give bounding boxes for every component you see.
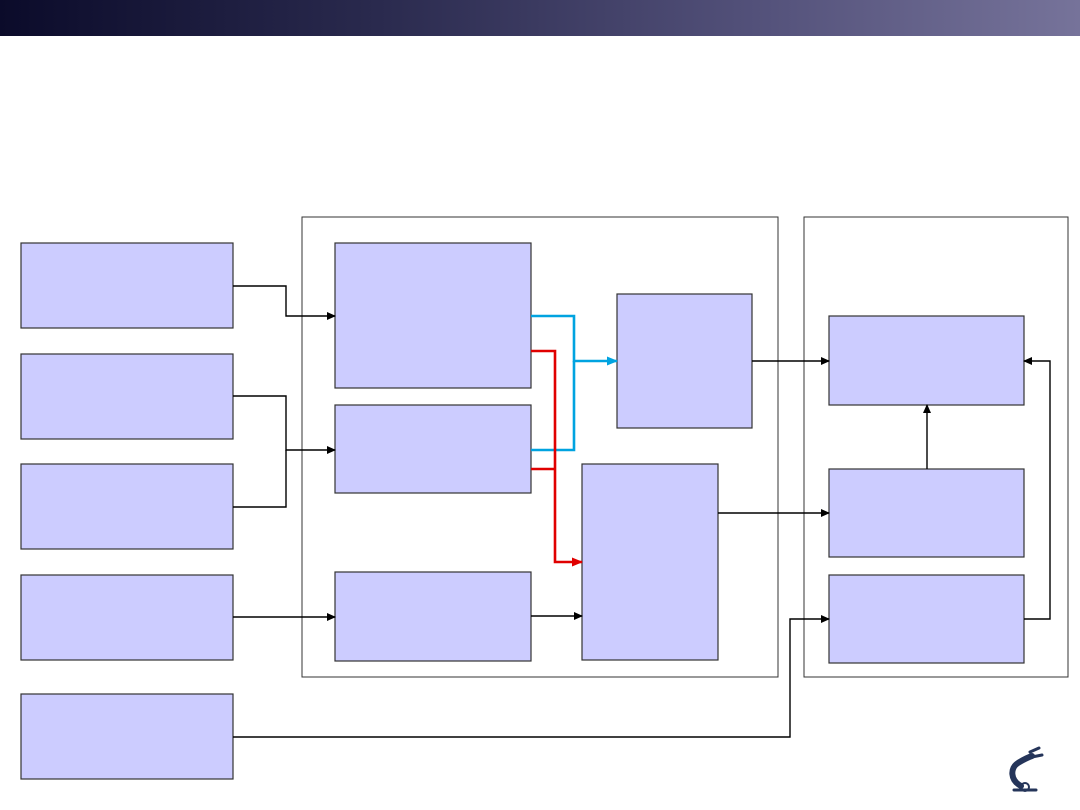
group-right [803, 216, 1069, 678]
node-process-3 [334, 571, 532, 662]
title-bar [0, 0, 1080, 36]
node-process-2 [334, 404, 532, 494]
node-input-3 [20, 463, 234, 550]
edge-input-1-to-process-1 [233, 285, 336, 320]
node-input-1 [20, 242, 234, 329]
node-process-1 [334, 242, 532, 389]
edge-process-1-to-process-5 [531, 349, 583, 567]
edge-output-3-to-output-1 [1023, 357, 1051, 620]
node-output-3 [828, 574, 1025, 664]
edge-input-2-to-process-2 [233, 395, 336, 454]
edge-input-3-to-process-2 [233, 450, 287, 508]
node-process-4 [616, 293, 753, 429]
node-process-5 [581, 463, 719, 661]
edge-process-2-to-process-4 [531, 361, 576, 452]
node-input-2 [20, 353, 234, 440]
edge-process-1-to-process-4 [531, 314, 618, 366]
node-input-5 [20, 693, 234, 780]
node-output-2 [828, 468, 1025, 558]
node-output-1 [828, 315, 1025, 406]
robot-arm-icon [1009, 746, 1044, 792]
node-input-4 [20, 574, 234, 661]
edge-input-5-to-output-3 [233, 615, 830, 738]
group-middle [301, 216, 779, 678]
